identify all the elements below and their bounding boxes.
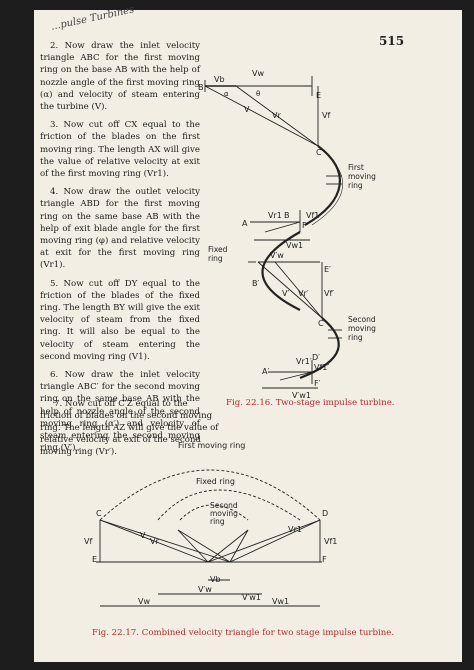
figure-22-16-caption: Fig. 22.16. Two-stage impulse turbine. xyxy=(226,398,395,408)
step-2: 2. Now draw the inlet velocity triangle … xyxy=(40,41,200,113)
text-column: 2. Now draw the inlet velocity triangle … xyxy=(40,40,200,461)
page-number: 515 xyxy=(379,34,405,48)
step-7-paragraph: 7. Now cut off C′Z equal to the friction… xyxy=(40,398,410,458)
step-4: 4. Now draw the outlet velocity triangle… xyxy=(40,187,200,271)
step-6: 6. Now draw the inlet velocity triangle … xyxy=(40,370,200,454)
step-3: 3. Now cut off CX equal to the friction … xyxy=(40,120,200,180)
step-5: 5. Now cut off DY equal to the friction … xyxy=(40,278,200,362)
figure-22-17-caption: Fig. 22.17. Combined velocity triangle f… xyxy=(92,628,395,638)
step-7: 7. Now cut off C′Z equal to the friction… xyxy=(40,399,219,457)
